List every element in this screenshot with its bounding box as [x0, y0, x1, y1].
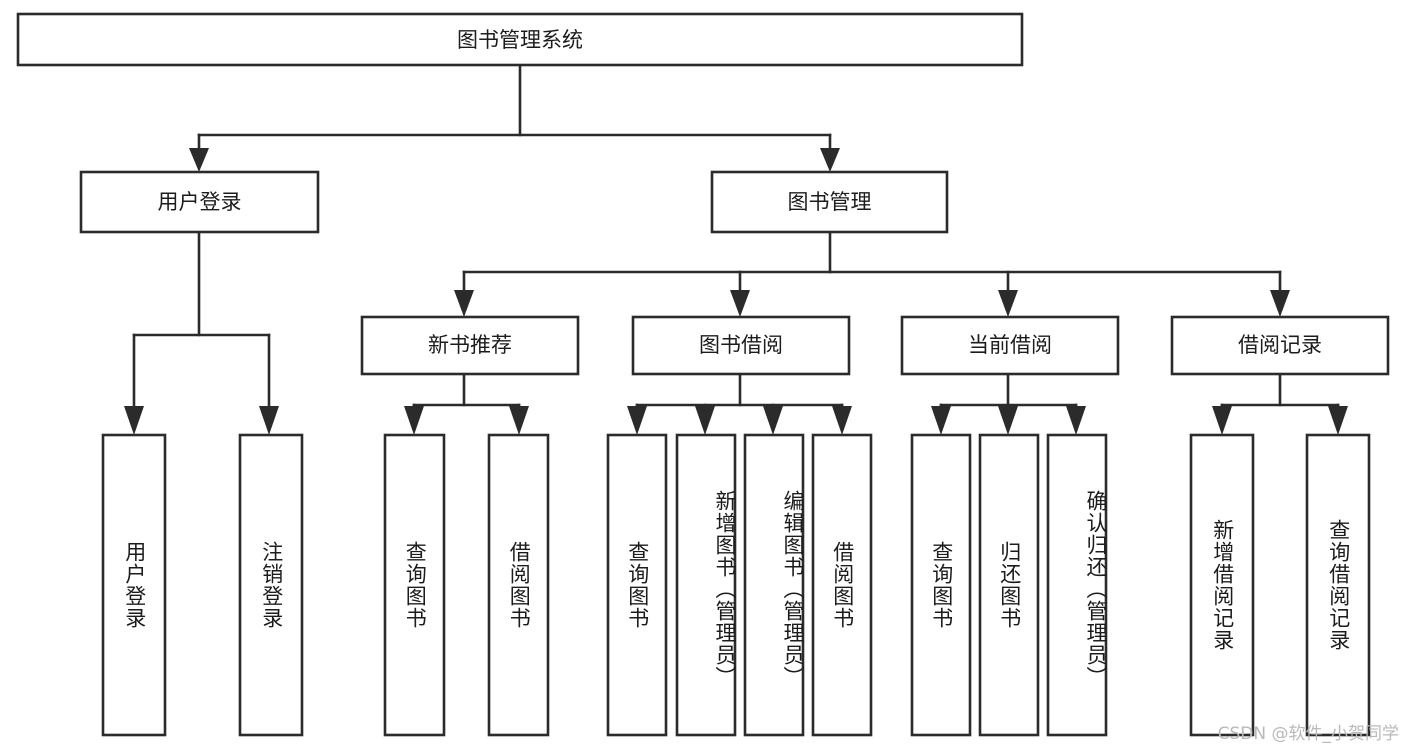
node-current-borrow[interactable]: [900, 315, 1120, 376]
arrow-root-to-user-login: [189, 148, 209, 172]
leaf-user-login-2[interactable]: [238, 433, 304, 737]
arrow-current-borrow-leaf-3: [1066, 406, 1086, 435]
node-borrow-record-label: 借阅记录: [1238, 333, 1322, 357]
connector-group-current-borrow: [931, 372, 1086, 435]
leaf-book-borrow-1[interactable]: [606, 433, 668, 737]
arrow-current-borrow-leaf-1: [931, 406, 951, 435]
leaf-user-login-1[interactable]: [101, 433, 167, 737]
arrow-book-borrow-leaf-1: [627, 406, 647, 435]
arrow-book-borrow-leaf-4: [832, 406, 852, 435]
arrow-book-mgmt-child-1: [454, 290, 474, 317]
node-book-management[interactable]: [710, 170, 949, 234]
leaf-book-borrow-3[interactable]: [743, 433, 805, 737]
arrow-borrow-record-leaf-1: [1212, 406, 1232, 435]
connector-group-borrow-record: [1212, 372, 1348, 435]
arrow-book-mgmt-child-2: [730, 290, 750, 317]
arrow-root-to-book-mgmt: [820, 148, 840, 172]
connector-group-book-borrow: [627, 372, 852, 435]
leaf-borrow-record-2[interactable]: [1305, 433, 1371, 737]
node-user-login[interactable]: [79, 170, 320, 234]
node-root[interactable]: [16, 12, 1024, 67]
leaf-book-borrow-2[interactable]: [675, 433, 737, 737]
arrow-book-mgmt-child-4: [1270, 290, 1290, 317]
leaf-current-borrow-1[interactable]: [910, 433, 972, 737]
arrow-book-mgmt-child-3: [998, 290, 1018, 317]
node-book-borrow[interactable]: [631, 315, 851, 376]
arrow-book-borrow-leaf-3: [763, 406, 783, 435]
arrow-new-book-leaf-1: [404, 406, 424, 435]
arrow-user-login-leaf-2: [259, 406, 279, 435]
node-borrow-record[interactable]: [1170, 315, 1390, 376]
leaf-current-borrow-3[interactable]: [1046, 433, 1108, 737]
node-current-borrow-label: 当前借阅: [968, 333, 1052, 357]
leaf-book-borrow-4[interactable]: [811, 433, 873, 737]
node-user-login-label: 用户登录: [158, 190, 242, 214]
watermark: CSDN @软件_小贺同学: [1217, 724, 1399, 744]
leaf-new-book-1[interactable]: [383, 433, 446, 737]
leaf-new-book-2[interactable]: [487, 433, 550, 737]
arrow-new-book-leaf-2: [509, 406, 529, 435]
node-new-book-recommend[interactable]: [360, 315, 580, 376]
arrow-book-borrow-leaf-2: [695, 406, 715, 435]
arrow-current-borrow-leaf-2: [998, 406, 1018, 435]
arrow-borrow-record-leaf-2: [1328, 406, 1348, 435]
connector-group-book-mgmt: [454, 230, 1290, 317]
arrow-user-login-leaf-1: [124, 406, 144, 435]
node-book-management-label: 图书管理: [788, 190, 872, 214]
leaf-borrow-record-1[interactable]: [1189, 433, 1255, 737]
node-root-label: 图书管理系统: [457, 28, 583, 52]
leaf-current-borrow-2[interactable]: [978, 433, 1040, 737]
connector-group-root: [189, 63, 840, 172]
connector-group-new-book: [404, 372, 529, 435]
node-book-borrow-label: 图书借阅: [699, 333, 783, 357]
connector-group-user-login: [124, 230, 279, 435]
node-new-book-recommend-label: 新书推荐: [428, 333, 512, 357]
